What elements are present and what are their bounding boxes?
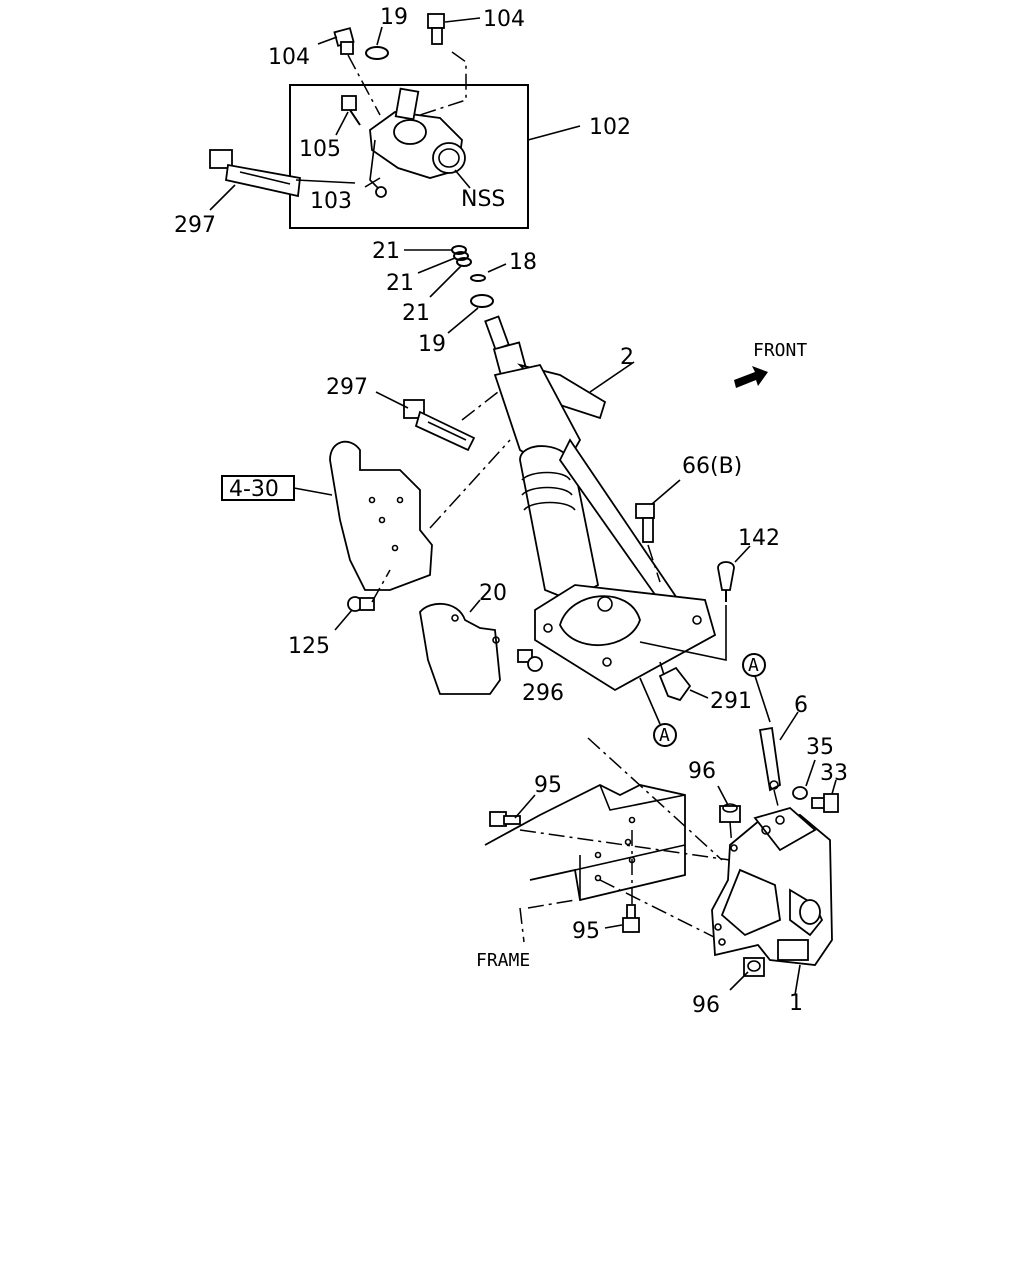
label-a-lower: A <box>659 725 670 746</box>
bolt-95-upper <box>489 811 521 827</box>
label-1: 1 <box>789 991 803 1016</box>
valve-body-102 <box>369 87 466 198</box>
leader-102 <box>527 125 581 141</box>
label-142: 142 <box>738 526 780 551</box>
label-nss: NSS <box>461 187 505 212</box>
label-66b: 66(B) <box>682 454 742 479</box>
nut-96-lower <box>743 957 765 977</box>
guard-20 <box>419 602 501 695</box>
label-297-lower: 297 <box>326 375 368 400</box>
marker-a-upper <box>742 653 766 677</box>
label-a-upper: A <box>748 655 759 676</box>
label-6: 6 <box>794 693 808 718</box>
label-291: 291 <box>710 689 752 714</box>
label-125: 125 <box>288 634 330 659</box>
label-296: 296 <box>522 681 564 706</box>
clip-296 <box>517 649 543 672</box>
label-96-upper: 96 <box>688 759 716 784</box>
bolt-95-lower <box>622 904 640 933</box>
label-21-c: 21 <box>402 301 430 326</box>
washer-21-c <box>456 257 472 267</box>
label-103: 103 <box>310 189 352 214</box>
label-95-upper: 95 <box>534 773 562 798</box>
o-ring-19-top <box>365 46 389 60</box>
bolt-105 <box>341 95 361 126</box>
cover-plate-4-30 <box>329 440 433 591</box>
label-frame: FRAME <box>476 950 530 971</box>
cable-tie-297-lower <box>403 399 476 452</box>
label-95-lower: 95 <box>572 919 600 944</box>
frame-section <box>484 783 686 902</box>
label-105: 105 <box>299 137 341 162</box>
label-18: 18 <box>509 250 537 275</box>
label-33: 33 <box>820 761 848 786</box>
shift-column-2 <box>484 315 717 692</box>
front-arrow-icon <box>734 366 768 388</box>
washer-18 <box>470 274 486 282</box>
label-104-right: 104 <box>483 7 525 32</box>
bolt-66b <box>635 503 655 543</box>
clip-291 <box>658 666 692 702</box>
cable-tie-297-upper <box>209 149 301 198</box>
o-ring-19-lower <box>470 294 494 308</box>
shift-unit-1 <box>711 806 833 966</box>
assembly-102-box <box>289 84 529 229</box>
lever-6 <box>758 726 781 792</box>
marker-a-lower <box>653 723 677 747</box>
label-20: 20 <box>479 581 507 606</box>
label-2: 2 <box>620 345 634 370</box>
bolt-104-left <box>333 27 355 55</box>
nut-96-upper <box>719 803 741 823</box>
clip-125 <box>347 596 375 612</box>
leader-2 <box>589 361 635 393</box>
clip-142 <box>717 561 735 602</box>
label-102: 102 <box>589 115 631 140</box>
label-19-lower: 19 <box>418 332 446 357</box>
label-35: 35 <box>806 735 834 760</box>
front-label: FRONT <box>753 340 807 361</box>
label-21-a: 21 <box>372 239 400 264</box>
label-96-lower: 96 <box>692 993 720 1018</box>
label-297-upper: 297 <box>174 213 216 238</box>
bolt-104-right <box>427 13 445 45</box>
label-19-top: 19 <box>380 5 408 30</box>
bolt-33 <box>811 793 839 813</box>
washer-35 <box>792 786 808 800</box>
label-4-30: 4-30 <box>229 477 279 502</box>
washer-21-b <box>453 251 469 261</box>
label-104-left: 104 <box>268 45 310 70</box>
label-21-b: 21 <box>386 271 414 296</box>
